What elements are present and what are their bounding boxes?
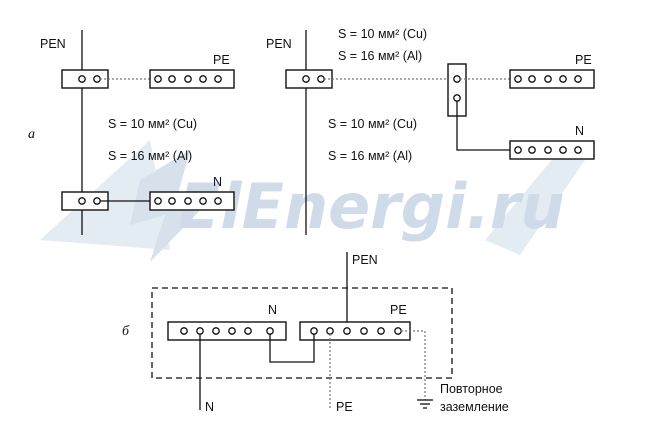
- n-bar-label: N: [213, 175, 222, 189]
- pen-label: PEN: [266, 37, 292, 51]
- diagram-a-left: PEN PE a S = 10 мм² (Cu) S = 16 мм² (Al)…: [28, 30, 235, 235]
- n-terminal-bar: [149, 191, 235, 211]
- terminal-screw: [317, 75, 325, 83]
- n-bar-label: N: [268, 303, 277, 317]
- terminal-screw: [377, 327, 385, 335]
- terminal-screw: [214, 75, 222, 83]
- pe-bar-label: PE: [390, 303, 407, 317]
- pe-terminal-bar: [149, 69, 235, 89]
- terminal-screw: [343, 327, 351, 335]
- terminal-screw: [559, 146, 567, 154]
- diagram-a-right: PEN S = 10 мм² (Cu) S = 16 мм² (Al) PE N…: [266, 27, 595, 235]
- terminal-screw: [310, 327, 318, 335]
- pen-label: PEN: [352, 253, 378, 267]
- pe-terminal-bar: [509, 69, 595, 89]
- terminal-screw: [184, 75, 192, 83]
- terminal-screw: [93, 197, 101, 205]
- terminal-screw: [453, 75, 461, 83]
- terminal-screw: [78, 197, 86, 205]
- terminal-screw: [78, 75, 86, 83]
- terminal-screw: [574, 75, 582, 83]
- terminal-screw: [168, 75, 176, 83]
- terminal-screw: [212, 327, 220, 335]
- terminal-screw: [528, 75, 536, 83]
- terminal-screw: [168, 197, 176, 205]
- watermark-text: ElEnergi.ru: [178, 170, 565, 243]
- mid-cross-section-al-label: S = 16 мм² (Al): [328, 149, 412, 163]
- top-cross-section-al-label: S = 16 мм² (Al): [338, 49, 422, 63]
- diagram-a-label: a: [28, 127, 35, 142]
- n-terminal-bar: [509, 140, 595, 160]
- terminal-screw: [544, 146, 552, 154]
- terminal-screw: [394, 327, 402, 335]
- diagram-b-label: б: [122, 324, 130, 339]
- terminal-screw: [180, 327, 188, 335]
- terminal-screw: [244, 327, 252, 335]
- terminal-screw: [154, 197, 162, 205]
- terminal-screw: [326, 327, 334, 335]
- terminal-screw: [514, 146, 522, 154]
- ground-icon: [417, 399, 433, 409]
- terminal-screw: [196, 327, 204, 335]
- terminal-screw: [214, 197, 222, 205]
- terminal-screw: [528, 146, 536, 154]
- ground-label-line-2: заземление: [440, 400, 509, 414]
- terminal-screw: [184, 197, 192, 205]
- terminal-screw: [154, 75, 162, 83]
- pe-bar-label: PE: [575, 53, 592, 67]
- terminal-screw: [93, 75, 101, 83]
- terminal-screw: [544, 75, 552, 83]
- n-conductor: [456, 101, 518, 151]
- ground-label-line-1: Повторное: [440, 382, 503, 396]
- terminal-screw: [453, 94, 461, 102]
- cross-section-cu-label: S = 10 мм² (Cu): [108, 117, 197, 131]
- n-pe-link: [269, 334, 315, 363]
- pe-out-label: PE: [336, 400, 353, 414]
- terminal-screw: [559, 75, 567, 83]
- terminal-screw: [574, 146, 582, 154]
- enclosure-outline: [151, 287, 453, 379]
- terminal-screw: [514, 75, 522, 83]
- n-terminal-bar: [167, 321, 287, 341]
- pe-bar-label: PE: [213, 53, 230, 67]
- cross-section-al-label: S = 16 мм² (Al): [108, 149, 192, 163]
- terminal-screw: [199, 75, 207, 83]
- terminal-screw: [360, 327, 368, 335]
- ground-conductor: [401, 330, 426, 400]
- terminal-screw: [228, 327, 236, 335]
- top-cross-section-cu-label: S = 10 мм² (Cu): [338, 27, 427, 41]
- n-out-label: N: [205, 400, 214, 414]
- watermark: ElEnergi.ru: [40, 140, 585, 262]
- pen-label: PEN: [40, 37, 66, 51]
- diagram-b: б PEN N PE N PE: [122, 252, 509, 414]
- terminal-screw: [266, 327, 274, 335]
- terminal-screw: [302, 75, 310, 83]
- terminal-screw: [199, 197, 207, 205]
- mid-cross-section-cu-label: S = 10 мм² (Cu): [328, 117, 417, 131]
- n-bar-label: N: [575, 124, 584, 138]
